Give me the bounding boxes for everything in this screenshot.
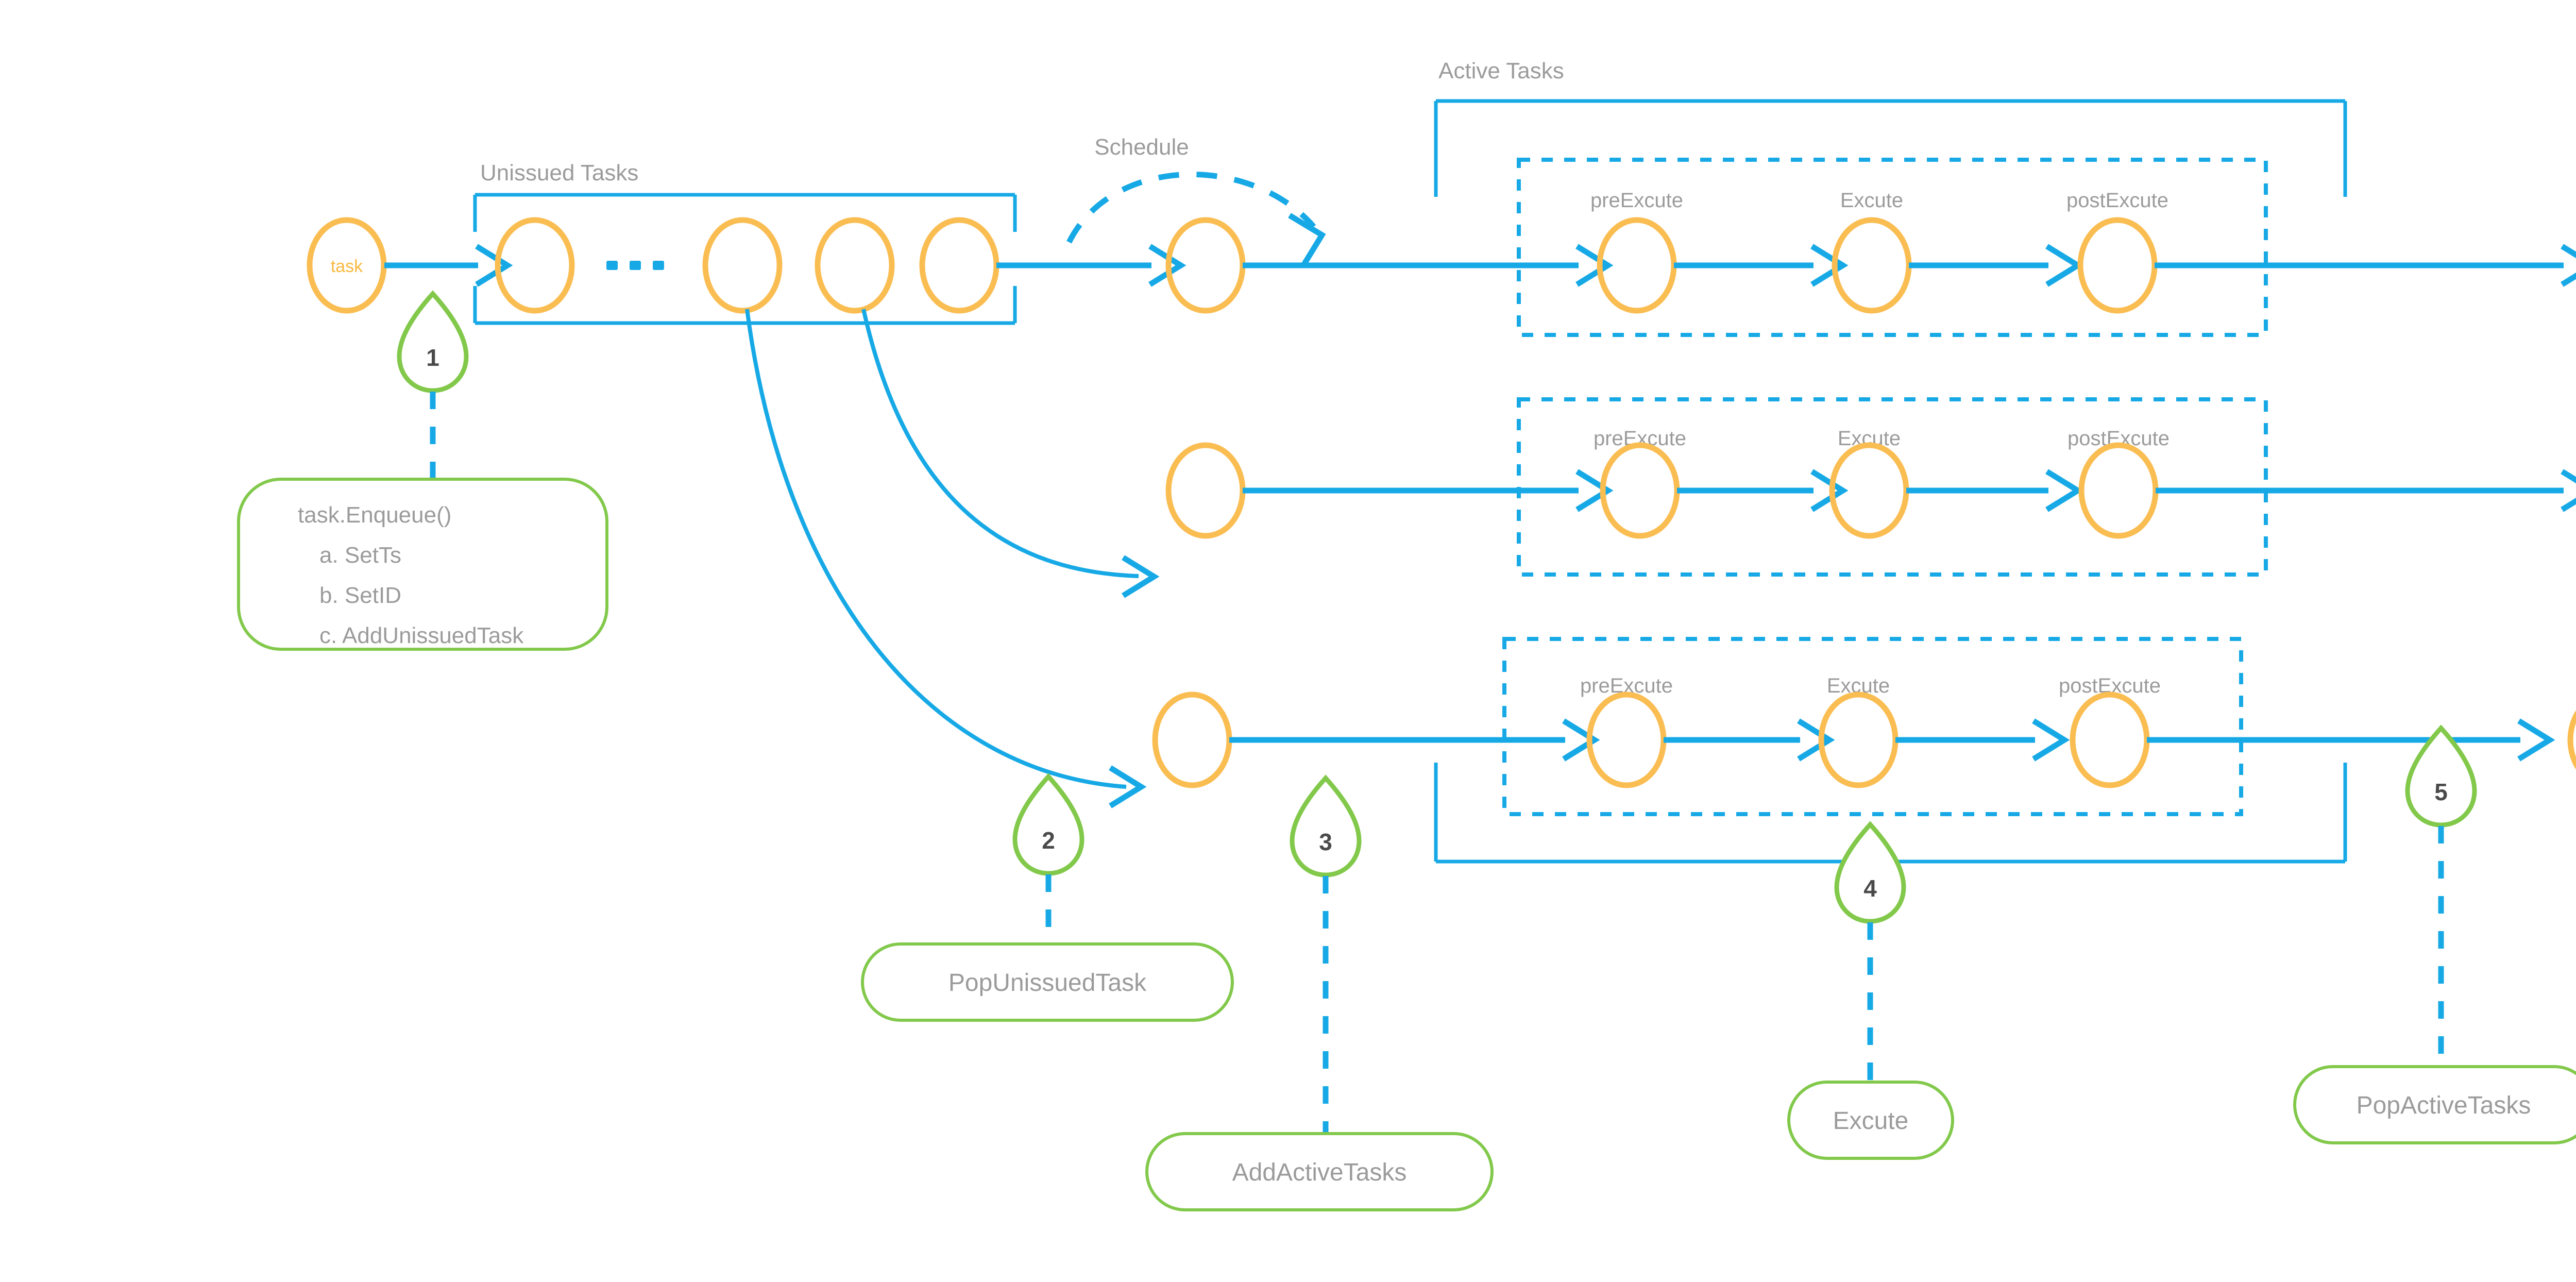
pin-2-number: 2 <box>1042 827 1055 854</box>
enqueue-note-step-c: c. AddUnissuedTask <box>319 623 524 648</box>
pin-4[interactable]: 4 <box>1834 821 1906 924</box>
callout-add-active-tasks[interactable]: AddActiveTasks <box>1145 1132 1494 1211</box>
enqueue-note-callout[interactable]: task.Enqueue() a. SetTs b. SetID c. AddU… <box>237 478 608 651</box>
row-3-node-postexcute[interactable] <box>2070 691 2150 788</box>
pin-3-number: 3 <box>1319 829 1332 855</box>
pin-1[interactable]: 1 <box>397 290 469 393</box>
enqueue-note-step-a: a. SetTs <box>319 543 401 568</box>
queue-node-2[interactable] <box>702 217 783 314</box>
row-2-arrow-1 <box>1575 469 1614 512</box>
queue-node-4[interactable] <box>919 217 999 314</box>
row-1-arrow-1 <box>1575 244 1614 287</box>
row-1-stage-label-post: postExcute <box>2066 189 2168 212</box>
callout-excute[interactable]: Excute <box>1787 1081 1954 1160</box>
row-1-stage-label-ex: Excute <box>1840 189 1903 212</box>
row-2-node-postexcute[interactable] <box>2078 442 2159 539</box>
dispatch-curve-to-row-2 <box>861 309 1160 598</box>
pin-5[interactable]: 5 <box>2405 724 2477 828</box>
row-3-dashed-stage-box <box>1502 637 2243 816</box>
pin-1-number: 1 <box>426 344 439 371</box>
callout-pop-active-tasks[interactable]: PopActiveTasks <box>2293 1065 2576 1144</box>
unissued-tasks-label: Unissued Tasks <box>480 160 638 185</box>
row-1-dashed-stage-box <box>1517 158 2268 337</box>
start-task-node[interactable]: task <box>307 217 387 314</box>
queue-ellipsis <box>606 261 664 270</box>
callout-pop-active-tasks-label: PopActiveTasks <box>2357 1092 2531 1119</box>
callout-excute-label: Excute <box>1833 1107 1909 1135</box>
row-1-arrow-3 <box>2045 244 2083 287</box>
pin-2[interactable]: 2 <box>1012 773 1084 876</box>
callout-pop-unissued-task-label: PopUnissuedTask <box>948 969 1147 997</box>
row-3-node-preexcute[interactable] <box>1586 691 1667 788</box>
row-2-arrow-exit <box>2561 469 2576 512</box>
callout-pop-unissued-task[interactable]: PopUnissuedTask <box>861 942 1234 1022</box>
row-2-arrow-2 <box>1810 469 1849 512</box>
pin-5-number: 5 <box>2434 779 2448 805</box>
row-2-node-preexcute[interactable] <box>1600 442 1680 539</box>
row-1-stage-label-pre: preExcute <box>1590 189 1683 212</box>
row-2-entry-node[interactable] <box>1165 442 1246 539</box>
row-3-arrow-exit <box>2517 718 2555 762</box>
pin-4-number: 4 <box>1863 875 1877 902</box>
row-2-dashed-stage-box <box>1517 397 2268 577</box>
row-3-entry-node[interactable] <box>1152 691 1232 788</box>
flow-task-to-queue <box>384 244 513 287</box>
active-tasks-label: Active Tasks <box>1438 58 1564 83</box>
row-1-arrow-exit <box>2561 244 2576 287</box>
row-2-arrow-3 <box>2045 469 2083 512</box>
start-task-label: task <box>331 257 363 276</box>
row-3-exit-node[interactable] <box>2567 695 2576 785</box>
enqueue-note-title: task.Enqueue() <box>298 502 451 528</box>
queue-node-3[interactable] <box>815 217 895 314</box>
row-3-arrow-1 <box>1562 718 1600 762</box>
row-3-arrow-3 <box>2032 718 2070 762</box>
active-tasks-bracket <box>1434 99 2347 864</box>
enqueue-note-step-b: b. SetID <box>319 583 401 608</box>
queue-node-1[interactable] <box>495 217 575 314</box>
unissued-tasks-bracket <box>473 193 1017 325</box>
flow-queue-to-schedule <box>996 244 1187 287</box>
pin-3[interactable]: 3 <box>1290 774 1362 878</box>
dispatch-curve-to-row-3 <box>745 309 1147 808</box>
schedule-arc <box>1066 172 1326 268</box>
row-1-arrow-2 <box>1810 244 1849 287</box>
schedule-label: Schedule <box>1094 134 1189 160</box>
row-1-node-postexcute[interactable] <box>2077 217 2158 314</box>
callout-add-active-tasks-label: AddActiveTasks <box>1232 1159 1407 1186</box>
row-3-arrow-2 <box>1797 718 1835 762</box>
